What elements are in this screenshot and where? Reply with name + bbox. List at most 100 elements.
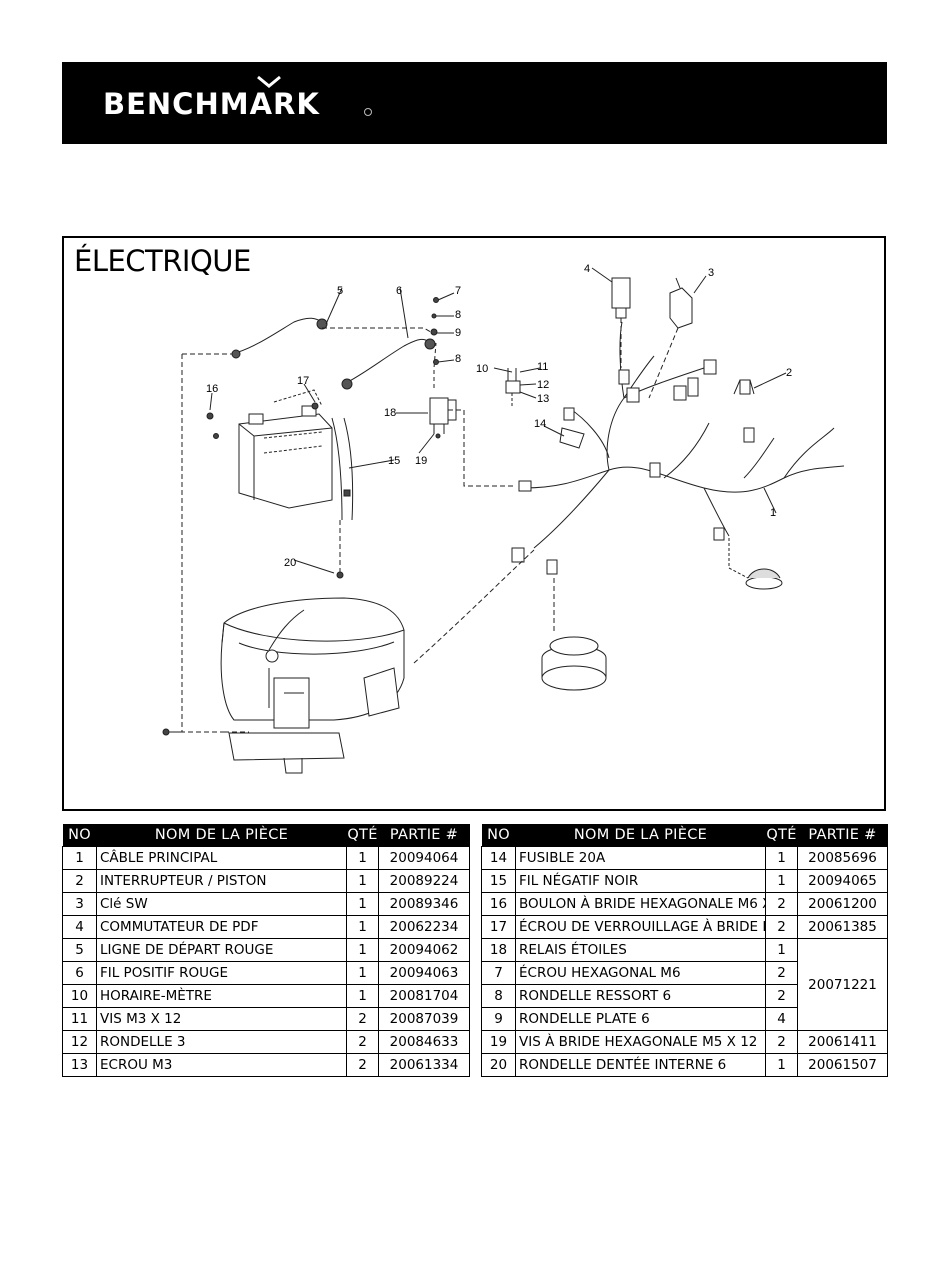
cell-qty: 2 [765,892,798,916]
callout-18: 18 [384,407,396,419]
callout-19: 19 [415,455,427,467]
header-part: PARTIE # [797,824,888,847]
cell-part: 20087039 [378,1007,470,1031]
cell-name: ÉCROU HEXAGONAL M6 [515,961,766,985]
cell-part-shared: 20071221 [797,938,888,1031]
cell-qty: 2 [765,961,798,985]
cell-no: 18 [481,938,516,962]
cell-qty: 1 [346,984,379,1008]
cell-qty: 2 [765,1030,798,1054]
cell-no: 12 [62,1030,97,1054]
callout-3: 3 [708,267,714,279]
cell-part: 20089346 [378,892,470,916]
chevron-mark-icon [257,75,281,88]
header-name: NOM DE LA PIÈCE [515,824,766,847]
cell-qty: 2 [346,1053,379,1077]
cell-qty: 2 [346,1007,379,1031]
brand-name: BENCHMARK [103,87,320,121]
cell-no: 8 [481,984,516,1008]
table-header-row: NO NOM DE LA PIÈCE QTÉ PARTIE # [481,824,888,847]
cell-no: 2 [62,869,97,893]
engine-drawing [220,597,405,774]
battery-drawing [238,405,333,509]
callout-9: 9 [455,327,461,339]
cell-name: RELAIS ÉTOILES [515,938,766,962]
cell-no: 4 [62,915,97,939]
cell-part: 20061385 [797,915,888,939]
cell-part: 20061507 [797,1053,888,1077]
cell-part: 20062234 [378,915,470,939]
cell-no: 6 [62,961,97,985]
cell-part: 20061334 [378,1053,470,1077]
cell-qty: 2 [765,984,798,1008]
callout-12: 12 [537,379,549,391]
callout-17: 17 [297,375,309,387]
cell-name: BOULON À BRIDE HEXAGONALE M6 X [515,892,766,916]
header-no: NO [481,824,516,847]
callout-10: 10 [476,363,488,375]
cell-name: RONDELLE DENTÉE INTERNE 6 [515,1053,766,1077]
cell-name: INTERRUPTEUR / PISTON [96,869,347,893]
cell-name: FIL POSITIF ROUGE [96,961,347,985]
cell-name: FIL NÉGATIF NOIR [515,869,766,893]
cell-qty: 1 [765,938,798,962]
callout-6: 6 [396,285,402,297]
cell-no: 3 [62,892,97,916]
cell-qty: 1 [346,915,379,939]
cell-name: Clé SW [96,892,347,916]
callout-7: 7 [455,285,461,297]
header-qty: QTÉ [765,824,798,847]
header-qty: QTÉ [346,824,379,847]
electrical-diagram-frame: ÉLECTRIQUE [62,236,886,811]
header-no: NO [62,824,97,847]
cell-qty: 1 [765,1053,798,1077]
cell-part: 20061411 [797,1030,888,1054]
cell-no: 1 [62,846,97,870]
cell-qty: 1 [346,961,379,985]
cell-no: 7 [481,961,516,985]
cell-no: 16 [481,892,516,916]
cell-name: CÂBLE PRINCIPAL [96,846,347,870]
callout-8a: 8 [455,309,461,321]
cell-name: HORAIRE-MÈTRE [96,984,347,1008]
wiring-diagram: 1 2 3 4 5 6 7 8 8 9 10 11 12 13 14 15 16… [162,263,845,774]
cell-qty: 1 [765,846,798,870]
cell-part: 20094064 [378,846,470,870]
cell-no: 13 [62,1053,97,1077]
callout-4: 4 [584,263,590,275]
callout-5: 5 [337,285,343,297]
cell-qty: 1 [765,869,798,893]
cell-name: RONDELLE PLATE 6 [515,1007,766,1031]
callout-15: 15 [388,455,400,467]
cell-no: 19 [481,1030,516,1054]
callout-8b: 8 [455,353,461,365]
cell-name: VIS À BRIDE HEXAGONALE M5 X 12 [515,1030,766,1054]
header-bar: BENCHMARK [62,62,887,144]
cell-part: 20089224 [378,869,470,893]
cell-no: 9 [481,1007,516,1031]
cell-no: 20 [481,1053,516,1077]
cell-no: 17 [481,915,516,939]
callout-13: 13 [537,393,549,405]
section-title: ÉLECTRIQUE [74,244,251,278]
cell-no: 5 [62,938,97,962]
cell-name: LIGNE DE DÉPART ROUGE [96,938,347,962]
cell-part: 20081704 [378,984,470,1008]
cell-part: 20085696 [797,846,888,870]
